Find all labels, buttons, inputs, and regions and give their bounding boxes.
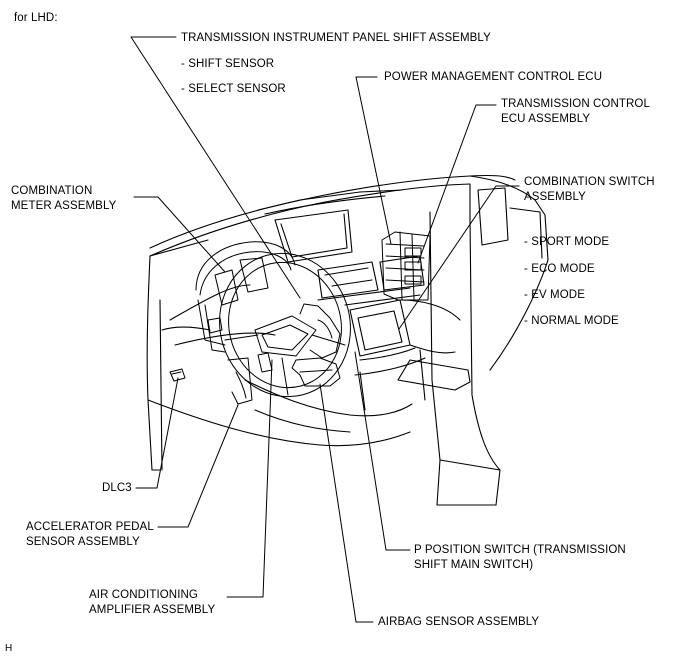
- label-ev-mode: - EV MODE: [524, 289, 585, 301]
- label-normal-mode: - NORMAL MODE: [524, 315, 619, 327]
- label-sport-mode: - SPORT MODE: [524, 236, 610, 248]
- label-airbag-sensor-assembly: AIRBAG SENSOR ASSEMBLY: [378, 616, 540, 628]
- label-select-sensor: - SELECT SENSOR: [181, 83, 286, 95]
- label-transmission-panel-shift-assembly: TRANSMISSION INSTRUMENT PANEL SHIFT ASSE…: [181, 32, 491, 44]
- dashboard-outline: [146, 174, 549, 506]
- pedal-shapes: [169, 352, 341, 405]
- label-air-conditioning-amplifier: AIR CONDITIONING AMPLIFIER ASSEMBLY: [89, 589, 216, 616]
- label-shift-sensor: - SHIFT SENSOR: [181, 58, 275, 70]
- label-p-position-switch: P POSITION SWITCH (TRANSMISSION SHIFT MA…: [414, 544, 626, 571]
- diagram-variant-label: for LHD:: [14, 12, 58, 24]
- label-accelerator-pedal-sensor: ACCELERATOR PEDAL SENSOR ASSEMBLY: [26, 521, 154, 548]
- leader-lines: [130, 36, 520, 623]
- label-dlc3: DLC3: [102, 482, 132, 494]
- label-combination-switch-assembly: COMBINATION SWITCH ASSEMBLY: [524, 176, 655, 203]
- steering-wheel-shape: [219, 252, 351, 398]
- label-combination-meter-assembly: COMBINATION METER ASSEMBLY: [11, 185, 117, 212]
- label-power-management-control-ecu: POWER MANAGEMENT CONTROL ECU: [384, 71, 603, 83]
- label-transmission-control-ecu: TRANSMISSION CONTROL ECU ASSEMBLY: [501, 98, 650, 125]
- combination-meter-shape: [195, 241, 296, 353]
- ecu-stack-shapes: [381, 231, 431, 301]
- figure-code: H: [5, 643, 13, 654]
- label-eco-mode: - ECO MODE: [524, 263, 595, 275]
